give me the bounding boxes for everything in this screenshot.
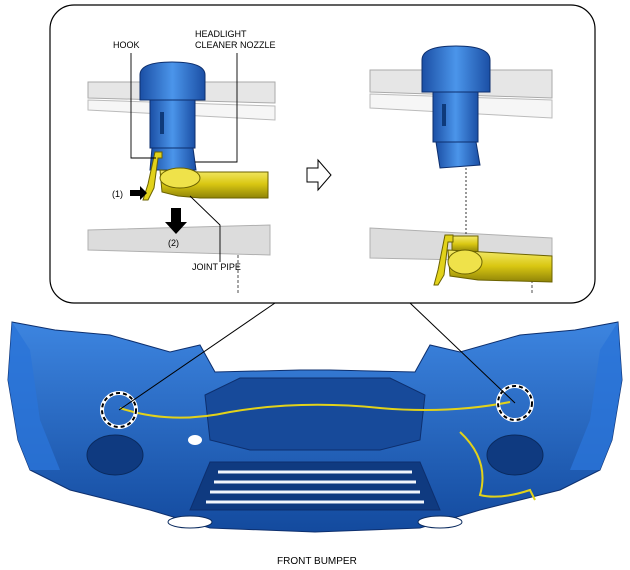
arrow-step-1 <box>130 186 147 200</box>
nozzle-label-line1: HEADLIGHT <box>195 29 247 39</box>
figure-caption: FRONT BUMPER <box>277 556 357 567</box>
panel-before: (1) (2) HOOK HEADLIGHT CLEANER NOZZLE JO… <box>87 29 276 295</box>
headlight-cleaner-nozzle-before <box>139 61 206 171</box>
washer-hose <box>119 401 536 501</box>
step-2-label: (2) <box>168 238 179 248</box>
callout-leader-right <box>409 302 516 404</box>
step-1-label: (1) <box>112 189 123 199</box>
grille-bars <box>206 470 424 504</box>
front-bumper <box>7 321 623 533</box>
hook-before <box>142 151 163 201</box>
hook-label: HOOK <box>113 40 140 50</box>
panel-after <box>369 45 553 295</box>
joint-pipe-before <box>159 167 269 199</box>
joint-pipe-label: JOINT PIPE <box>192 262 241 272</box>
nozzle-label-line2: CLEANER NOZZLE <box>195 40 276 50</box>
joint-pipe-after <box>447 235 553 283</box>
arrow-step-2 <box>165 208 187 234</box>
next-step-arrow <box>306 158 332 192</box>
headlight-cleaner-nozzle-after <box>421 45 491 169</box>
callout-leader-left <box>118 302 276 411</box>
hook-after <box>433 234 454 286</box>
